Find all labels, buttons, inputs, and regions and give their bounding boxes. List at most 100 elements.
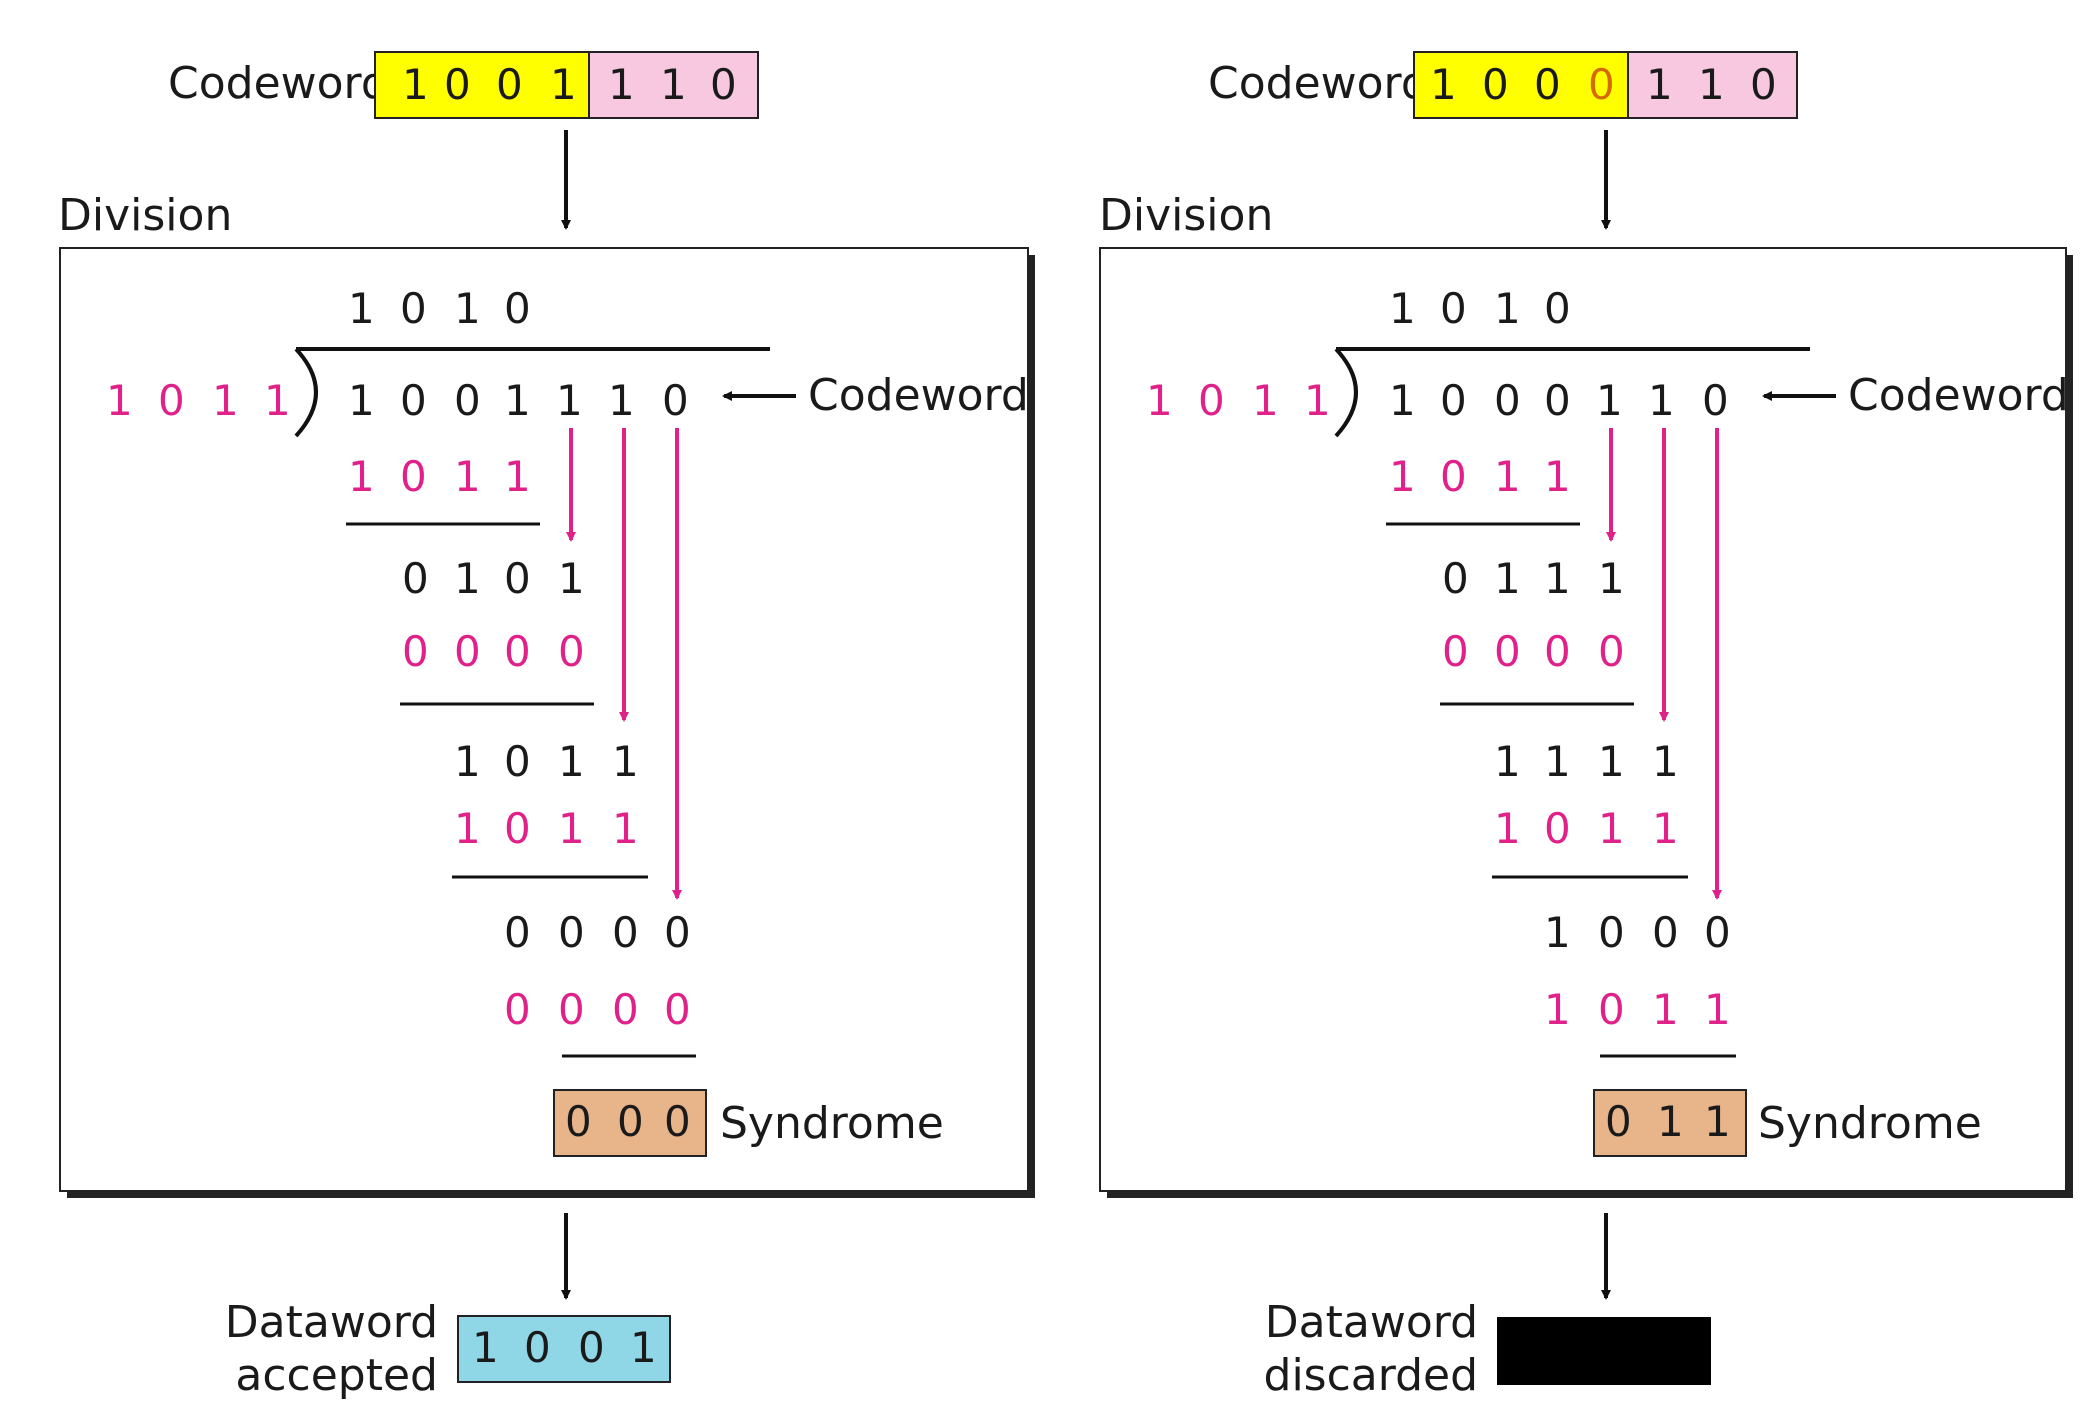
dividend-codeword-label: Codeword [808, 370, 1029, 421]
dataword-bit: 0 [578, 1323, 605, 1372]
quotient-digit: 0 [1544, 284, 1571, 333]
step-digit: 1 [1652, 804, 1679, 853]
divisor-digit: 0 [1198, 376, 1225, 425]
step-digit: 0 [558, 985, 585, 1034]
step-digit: 0 [402, 627, 429, 676]
dividend-digit: 1 [608, 376, 635, 425]
codeword-bit: 1 [608, 60, 635, 109]
division-bracket [294, 347, 318, 438]
panel-left: Codeword 1 0 0 1 1 1 0 Division 1 0 1 0 … [58, 51, 1035, 1401]
step-digit: 1 [1544, 452, 1571, 501]
codeword-bit: 1 [660, 60, 687, 109]
codeword-label: Codeword [168, 58, 389, 109]
step-digit: 0 [1442, 554, 1469, 603]
step-digit: 0 [612, 985, 639, 1034]
codeword-check-box [588, 51, 759, 119]
step-digit: 0 [504, 985, 531, 1034]
step-digit: 1 [558, 554, 585, 603]
step-digit: 0 [504, 804, 531, 853]
step-digit: 1 [454, 452, 481, 501]
step-digit: 1 [1544, 908, 1571, 957]
dividend-digit: 0 [662, 376, 689, 425]
dataword-bit: 1 [630, 1323, 657, 1372]
codeword-bit: 1 [1698, 60, 1725, 109]
step-digit: 1 [454, 804, 481, 853]
step-digit: 0 [1440, 452, 1467, 501]
step-digit: 1 [1544, 554, 1571, 603]
step-digit: 0 [454, 627, 481, 676]
step-digit: 0 [664, 908, 691, 957]
syndrome-box [553, 1089, 707, 1157]
syndrome-label: Syndrome [720, 1098, 944, 1149]
step-digit: 0 [1544, 804, 1571, 853]
quotient-digit: 1 [348, 284, 375, 333]
divisor-digit: 1 [1146, 376, 1173, 425]
codeword-bit: 0 [444, 60, 471, 109]
dividend-digit: 1 [556, 376, 583, 425]
codeword-data-box [374, 51, 590, 119]
syndrome-bit: 0 [664, 1097, 691, 1146]
step-digit: 1 [348, 452, 375, 501]
result-label-line2: accepted [235, 1350, 438, 1401]
division-box [1099, 247, 2067, 1192]
codeword-bit: 1 [1430, 60, 1457, 109]
dividend-digit: 1 [1389, 376, 1416, 425]
step-digit: 0 [1442, 627, 1469, 676]
step-digit: 1 [1598, 737, 1625, 786]
codeword-bit: 1 [550, 60, 577, 109]
step-digit: 1 [1544, 985, 1571, 1034]
codeword-bit: 1 [402, 60, 429, 109]
step-digit: 1 [612, 737, 639, 786]
divisor-digit: 1 [264, 376, 291, 425]
step-digit: 0 [612, 908, 639, 957]
dividend-digit: 1 [348, 376, 375, 425]
dividend-codeword-label: Codeword [1848, 370, 2069, 421]
dividend-digit: 1 [504, 376, 531, 425]
dividend-digit: 1 [1648, 376, 1675, 425]
step-digit: 1 [454, 737, 481, 786]
codeword-data-box [1413, 51, 1629, 119]
step-digit: 0 [504, 554, 531, 603]
step-digit: 0 [1598, 908, 1625, 957]
codeword-bit: 0 [1482, 60, 1509, 109]
dataword-bit: 1 [472, 1323, 499, 1372]
step-digit: 0 [400, 452, 427, 501]
syndrome-label: Syndrome [1758, 1098, 1982, 1149]
dividend-digit: 0 [1440, 376, 1467, 425]
quotient-digit: 1 [454, 284, 481, 333]
step-digit: 1 [504, 452, 531, 501]
dataword-bit: 0 [524, 1323, 551, 1372]
step-digit: 1 [1598, 804, 1625, 853]
dividend-digit: 0 [1702, 376, 1729, 425]
syndrome-box [1593, 1089, 1747, 1157]
step-digit: 1 [1494, 737, 1521, 786]
divisor-digit: 1 [1304, 376, 1331, 425]
step-digit: 0 [1598, 627, 1625, 676]
step-digit: 0 [1704, 908, 1731, 957]
dividend-digit: 0 [400, 376, 427, 425]
quotient-digit: 1 [1389, 284, 1416, 333]
codeword-bit: 0 [1534, 60, 1561, 109]
codeword-error-bit: 0 [1588, 60, 1615, 109]
dataword-accepted-box [457, 1315, 671, 1383]
syndrome-bit: 1 [1704, 1097, 1731, 1146]
syndrome-bit: 0 [617, 1097, 644, 1146]
dividend-digit: 1 [1596, 376, 1623, 425]
step-digit: 1 [1389, 452, 1416, 501]
step-digit: 1 [1494, 804, 1521, 853]
step-digit: 0 [558, 908, 585, 957]
division-label: Division [1099, 190, 1273, 241]
dividend-digit: 0 [1544, 376, 1571, 425]
step-digit: 1 [1544, 737, 1571, 786]
step-digit: 1 [612, 804, 639, 853]
codeword-bit: 1 [1646, 60, 1673, 109]
step-digit: 0 [558, 627, 585, 676]
step-digit: 0 [1598, 985, 1625, 1034]
step-digit: 1 [1652, 737, 1679, 786]
codeword-label: Codeword [1208, 58, 1429, 109]
codeword-bit: 0 [1750, 60, 1777, 109]
step-digit: 1 [1494, 554, 1521, 603]
quotient-digit: 0 [400, 284, 427, 333]
quotient-digit: 1 [1494, 284, 1521, 333]
